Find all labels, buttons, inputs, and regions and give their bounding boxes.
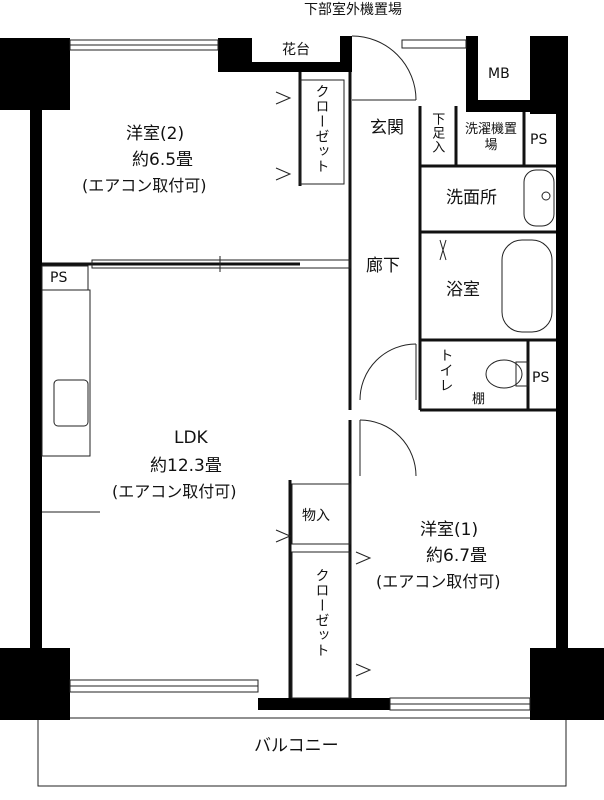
toilet-label: トイレ	[437, 348, 454, 393]
ps-left-label: PS	[50, 270, 68, 286]
shelf-label: 棚	[472, 392, 486, 407]
flower-stand-label: 花台	[282, 42, 310, 58]
storage-label: 物入	[302, 508, 330, 524]
western-room-2-name: 洋室(2)	[126, 124, 185, 144]
ldk-area: 約12.3畳	[150, 456, 222, 476]
hallway-label: 廊下	[366, 256, 400, 276]
western-room-1-note: (エアコン取付可)	[376, 572, 501, 591]
ps-top-label: PS	[530, 132, 548, 148]
kitchen-counter	[41, 265, 100, 513]
top-window	[69, 39, 467, 51]
western-room-1-name: 洋室(1)	[420, 520, 479, 540]
closet-rails	[275, 79, 372, 699]
outer-walls	[0, 36, 604, 720]
closet-bottom-label: クローゼット	[313, 568, 330, 658]
bathroom-label: 浴室	[446, 280, 480, 300]
interior-walls	[42, 72, 556, 698]
balcony-label: バルコニー	[254, 736, 339, 756]
shoe-box-label: 下足入	[429, 112, 445, 154]
bathtub	[439, 239, 553, 333]
door-swings	[351, 35, 417, 477]
ldk-note: (エアコン取付可)	[112, 482, 237, 501]
entrance-label: 玄関	[370, 118, 404, 138]
mb-label: MB	[488, 66, 510, 82]
outdoor-unit-note: 下部室外機置場	[304, 2, 402, 18]
laundry-label: 洗濯機置場	[464, 122, 517, 154]
closet-top-label: クローゼット	[313, 84, 330, 174]
sliding-partition	[91, 256, 351, 272]
bottom-windows	[69, 679, 531, 711]
washroom-sink	[523, 169, 555, 227]
washroom-label: 洗面所	[446, 188, 497, 208]
balcony-area	[37, 717, 567, 787]
western-room-1-area: 約6.7畳	[426, 546, 488, 566]
ps-toilet-label: PS	[532, 370, 550, 386]
ldk-name: LDK	[174, 428, 208, 448]
western-room-2-area: 約6.5畳	[132, 150, 194, 170]
toilet-fixture	[485, 359, 529, 389]
western-room-2-note: (エアコン取付可)	[82, 176, 207, 195]
